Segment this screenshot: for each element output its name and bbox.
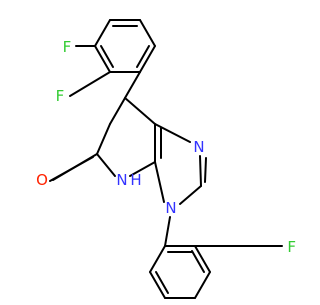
bond-c6-f-left [69, 71, 111, 97]
bond-nh-c3a [129, 161, 156, 177]
bond-ar2-ar3 [149, 271, 166, 299]
bond-co-nh [96, 153, 116, 177]
fluorine-label-left: F [56, 87, 65, 105]
bond-ch2-co [96, 123, 111, 155]
bond-ar5-ar6 [194, 245, 211, 273]
molecule-diagram: F F F N N N H O [36, 19, 296, 299]
bond-c4-c5 [139, 45, 156, 73]
bond-ch-aryl [124, 71, 141, 99]
bond-n-imine-ch [199, 155, 202, 187]
bond-c3-c4 [139, 19, 156, 47]
bond-ch-ch2 [109, 97, 126, 125]
structure-canvas: F F F N N N H O [36, 19, 296, 299]
bond-n-aryl [164, 216, 171, 247]
bond-c3a-n-ring [154, 161, 165, 203]
imine-nitrogen-label: N [193, 138, 204, 156]
amide-nitrogen-label: N [116, 171, 127, 189]
bond-c6-c1-inner [100, 45, 114, 68]
bond-ar4-ar5 [194, 271, 211, 299]
bond-co-o-double [49, 156, 94, 182]
bond-ch-n-ring [179, 185, 202, 205]
oxygen-label: O [36, 171, 48, 189]
bond-ch-c7a [124, 97, 156, 125]
fluorine-label-bottom: F [287, 238, 296, 256]
bond-ar5-ar6-inner [191, 250, 205, 273]
fluorine-label-top: F [63, 38, 72, 56]
bond-c4-c5-inner [136, 45, 150, 68]
bond-c1-c2 [94, 19, 111, 47]
ring-nitrogen-label: N [165, 199, 176, 217]
bond-n-imine-ch-double [204, 157, 207, 183]
bond-ar1-ar2 [149, 245, 166, 273]
bond-c7a-n-imine [154, 123, 191, 143]
amide-hydrogen-label: H [130, 171, 141, 189]
bond-layer [49, 19, 283, 299]
bond-c6-c1 [94, 45, 111, 73]
bond-ar2-ar3-inner [155, 271, 169, 294]
atom-label-layer: F F F N N N H O [36, 38, 296, 256]
